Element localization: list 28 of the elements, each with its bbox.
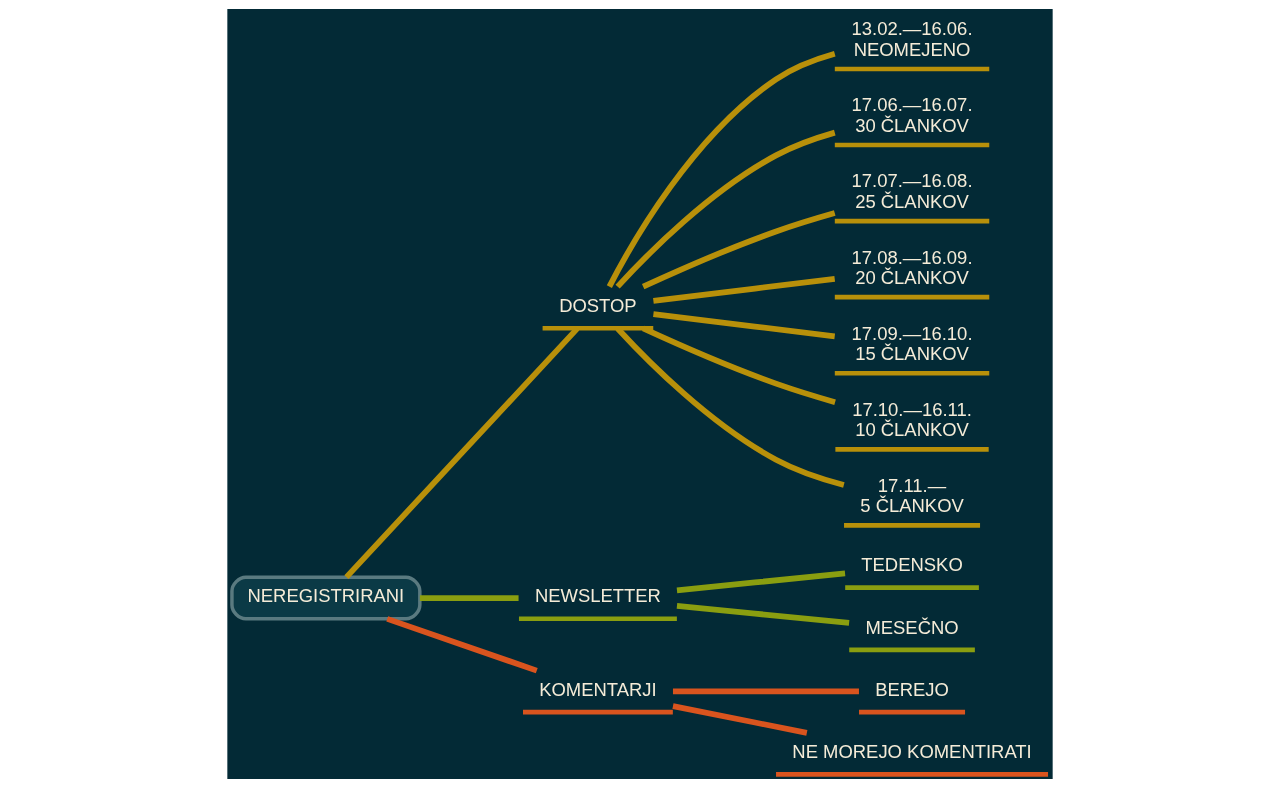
- node-text: 13.02.—16.06. NEOMEJENO: [851, 17, 973, 60]
- node-text: 17.07.—16.08. 25 ČLANKOV: [851, 169, 973, 212]
- connector: [676, 602, 850, 626]
- node-text: 17.10.—16.11. 10 ČLANKOV: [852, 398, 972, 440]
- connector: [653, 275, 836, 304]
- node-text: 17.11.— 5 ČLANKOV: [860, 474, 964, 516]
- node-text: 17.06.—16.07. 30 ČLANKOV: [851, 93, 973, 136]
- connector: [419, 594, 519, 601]
- connector: [386, 615, 538, 673]
- node-text: KOMENTARJI: [539, 678, 657, 700]
- node-box: NEREGISTRIRANI: [230, 575, 422, 620]
- node-text: NE MOREJO KOMENTIRATI: [792, 740, 1032, 762]
- connector: [653, 310, 836, 339]
- connector: [676, 570, 846, 593]
- node-text: BEREJO: [875, 678, 949, 700]
- connector: [615, 326, 845, 488]
- connector: [641, 325, 836, 405]
- connector: [615, 129, 836, 289]
- connector: [672, 688, 859, 694]
- connector: [672, 702, 808, 736]
- node-text: MESEČNO: [865, 616, 959, 638]
- node-text: NEWSLETTER: [534, 584, 661, 606]
- node-text: DOSTOP: [559, 294, 637, 316]
- connector: [641, 209, 836, 289]
- node-text: 17.08.—16.09. 20 ČLANKOV: [851, 246, 973, 288]
- node-text: TEDENSKO: [861, 553, 963, 575]
- node-text: 17.09.—16.10. 15 ČLANKOV: [851, 322, 973, 364]
- connector: [606, 50, 836, 288]
